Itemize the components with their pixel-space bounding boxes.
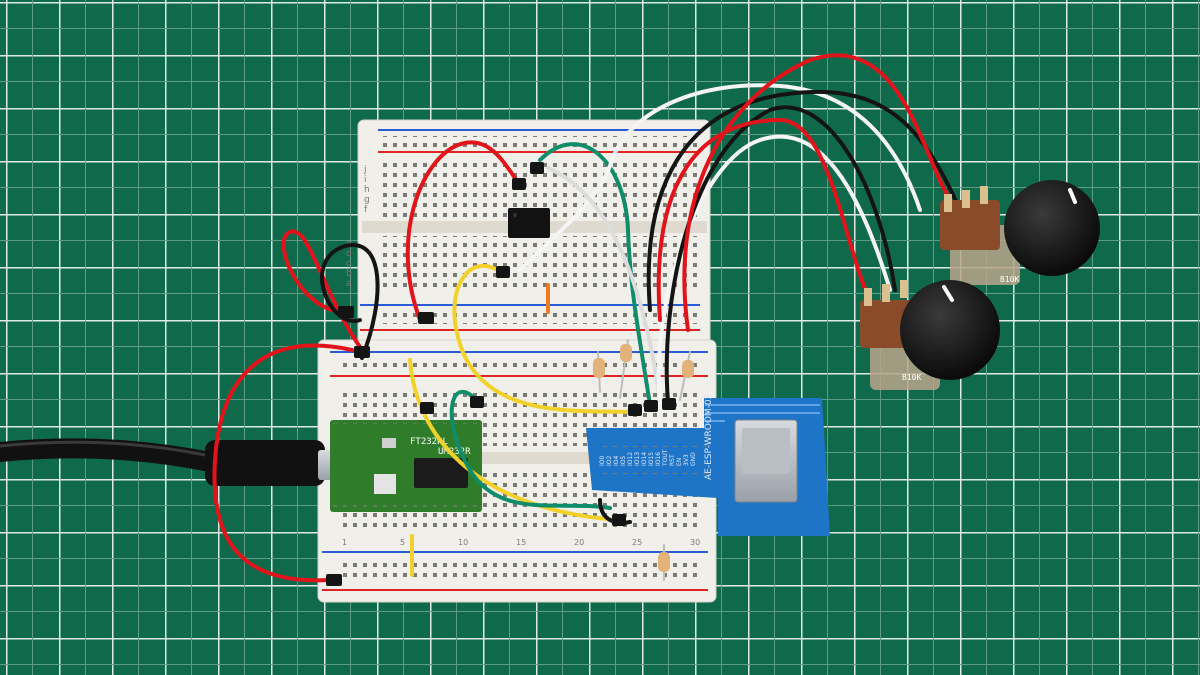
wire-white bbox=[518, 83, 922, 272]
row-letter: h bbox=[364, 185, 370, 195]
column-number: 1 bbox=[342, 538, 347, 547]
wire-black bbox=[598, 498, 632, 525]
wire-white bbox=[656, 134, 892, 404]
column-number: 30 bbox=[690, 538, 700, 547]
row-letter: g bbox=[364, 195, 370, 205]
pin-label: IO4 bbox=[613, 456, 620, 466]
wire-red bbox=[212, 343, 354, 583]
pin-label: IO16 bbox=[655, 452, 662, 466]
pin-label: IO15 bbox=[648, 452, 655, 466]
wire-yellow bbox=[452, 264, 637, 414]
potentiometer-left: B10K bbox=[860, 280, 1000, 390]
jumper-wires bbox=[212, 53, 962, 583]
row-letters-top: j i h g f bbox=[363, 165, 370, 215]
pin-label: GND bbox=[690, 452, 697, 466]
wire-black bbox=[664, 105, 897, 404]
wire-connectors bbox=[326, 162, 676, 586]
potentiometer-right: B10K bbox=[940, 180, 1100, 285]
row-letter: i bbox=[364, 175, 367, 185]
knob bbox=[900, 280, 1000, 380]
ic-chip bbox=[508, 208, 550, 238]
knob bbox=[1004, 180, 1100, 276]
wire-black bbox=[320, 242, 380, 360]
row-letter: f bbox=[364, 205, 368, 215]
pin-label: 3V3 bbox=[683, 454, 690, 466]
pin-label: IO12 bbox=[627, 452, 634, 466]
pin-label: IO13 bbox=[634, 452, 641, 466]
row-letter: a bbox=[346, 279, 352, 289]
pot-value-label: B10K bbox=[902, 373, 921, 382]
pin-label: EN bbox=[676, 458, 683, 466]
pin-label: IO0 bbox=[599, 456, 606, 466]
ftdi-chip-label: FT232RL bbox=[410, 437, 448, 447]
esp-board-label: AE-ESP-WROOM-02 bbox=[704, 394, 714, 480]
pin-label: IO5 bbox=[620, 456, 627, 466]
pin-label: IO14 bbox=[641, 452, 648, 466]
row-letter: d bbox=[346, 249, 352, 259]
wire-green bbox=[538, 142, 652, 407]
column-number: 5 bbox=[400, 538, 405, 547]
ftdi-board: FT232RL UM232R bbox=[330, 418, 482, 512]
wire-red bbox=[656, 117, 872, 322]
pot-value-label: B10K bbox=[1000, 275, 1019, 284]
ftdi-model-label: UM232R bbox=[438, 447, 471, 457]
row-letter: j bbox=[363, 165, 367, 175]
column-number: 25 bbox=[632, 538, 642, 547]
wire-yellow bbox=[408, 358, 622, 522]
wire-black bbox=[646, 89, 962, 312]
row-letter: c bbox=[346, 259, 351, 269]
pin-label: IO2 bbox=[606, 456, 613, 466]
column-numbers: 1 5 10 15 20 25 30 bbox=[342, 538, 700, 547]
wire-red bbox=[281, 229, 364, 352]
column-number: 10 bbox=[458, 538, 468, 547]
esp-pin-labels: IO0 IO2 IO4 IO5 IO12 IO13 IO14 IO15 IO16… bbox=[599, 449, 697, 467]
pin-label: TOUT bbox=[662, 449, 669, 467]
wire-green bbox=[449, 389, 612, 510]
row-letter: b bbox=[346, 269, 352, 279]
column-number: 20 bbox=[574, 538, 584, 547]
column-number: 15 bbox=[516, 538, 526, 547]
esp-wroom-board: AE-ESP-WROOM-02 IO0 IO2 IO4 IO5 IO12 IO1… bbox=[586, 394, 830, 536]
wire-red bbox=[682, 53, 952, 332]
wire-white bbox=[546, 166, 662, 402]
usb-cable bbox=[0, 438, 350, 486]
pin-label: RST bbox=[669, 454, 676, 466]
resistor-group bbox=[546, 283, 694, 581]
wire-red bbox=[405, 140, 522, 322]
